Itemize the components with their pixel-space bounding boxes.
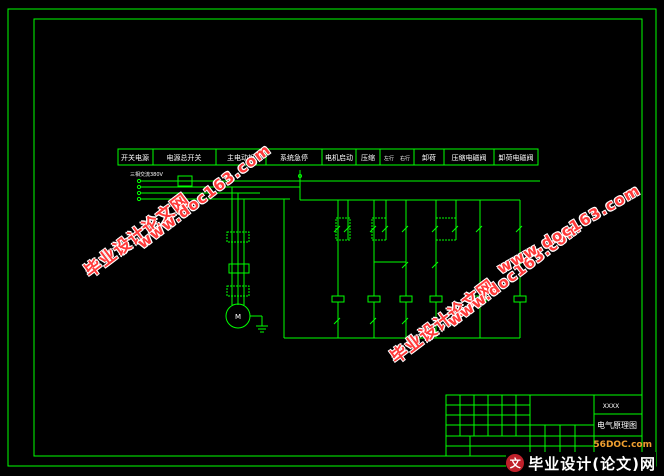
header-cell-label: 右行 xyxy=(400,155,410,162)
header-cell-label: 卸荷电磁阀 xyxy=(499,153,534,162)
outer-border xyxy=(7,8,657,467)
header-cell-label: 开关电源 xyxy=(121,153,149,162)
logo-badge-icon: 文 xyxy=(506,454,525,472)
header-cell-label: 电机启动 xyxy=(325,153,353,162)
header-cell-label: 压缩电磁阀 xyxy=(452,153,487,162)
logo-site: 56DOC.com xyxy=(593,440,652,450)
header-cell-label: 左行 xyxy=(384,155,394,162)
inner-border xyxy=(33,18,643,457)
motor-branch xyxy=(225,187,268,333)
header-cell-label: 电源总开关 xyxy=(167,153,202,162)
supply-label: 三相交流380V xyxy=(130,171,164,178)
logo-name: 毕业设计(论文)网 xyxy=(528,454,656,473)
motor-symbol-label: M xyxy=(235,313,241,321)
header-cell-label: 压缩 xyxy=(361,153,375,162)
title-block-drawing-name: 电气原理图 xyxy=(597,420,637,430)
title-block xyxy=(445,394,643,457)
header-cell-label: 卸荷 xyxy=(422,153,436,162)
header-cell-label: 主电动机 xyxy=(227,153,255,162)
site-logo[interactable]: 56DOC.com 文 毕业设计(论文)网 xyxy=(506,440,656,474)
title-block-project: XXXX xyxy=(603,403,619,410)
supply-bus xyxy=(136,175,540,202)
header-cell-label: 系统急停 xyxy=(280,153,308,162)
control-circuit xyxy=(283,170,527,339)
header-strip xyxy=(117,148,539,166)
